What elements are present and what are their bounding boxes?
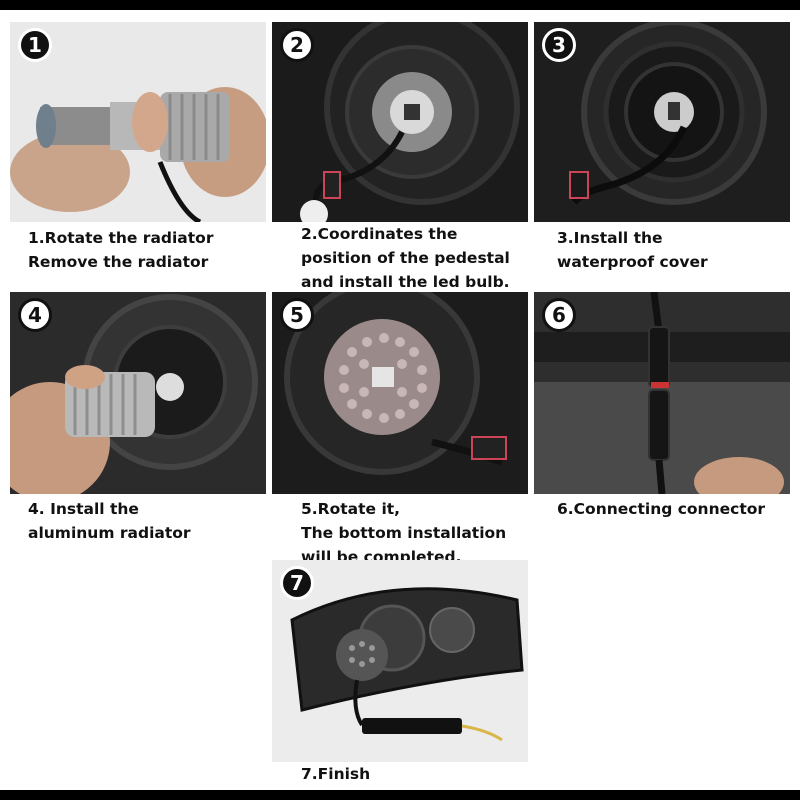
step-5-caption: 5.Rotate it, The bottom installation wil… (301, 500, 507, 566)
step-6-caption: 6.Connecting connector (557, 500, 766, 518)
step-1-number-badge: 1 (18, 28, 52, 62)
step-3-caption: 3.Install the waterproof cover (557, 229, 708, 271)
step-7-caption: 7.Finish (301, 765, 371, 783)
step-4-caption: 4. Install the aluminum radiator (28, 500, 191, 542)
step-2-number-badge: 2 (280, 28, 314, 62)
top-border (0, 0, 800, 10)
bottom-border (0, 790, 800, 800)
step-2-photo: 2 (272, 22, 528, 222)
step-5-number-badge: 5 (280, 298, 314, 332)
step-7-finished-headlight-image (272, 560, 528, 762)
step-1-photo: 1 (10, 22, 266, 222)
step-6-number-badge: 6 (542, 298, 576, 332)
step-3-photo: 3 (534, 22, 790, 222)
step-6-connector-image (534, 292, 790, 494)
step-5-photo: 5 (272, 292, 528, 494)
step-2-pedestal-image (272, 22, 528, 222)
step-1-bulb-image (10, 22, 266, 222)
step-7-number-badge: 7 (280, 566, 314, 600)
step-3-cover-image (534, 22, 790, 222)
step-4-number-badge: 4 (18, 298, 52, 332)
step-5-rotated-radiator-image (272, 292, 528, 494)
step-4-radiator-image (10, 292, 266, 494)
step-4-photo: 4 (10, 292, 266, 494)
step-1-caption: 1.Rotate the radiator Remove the radiato… (28, 229, 214, 271)
step-2-caption: 2.Coordinates the position of the pedest… (301, 225, 510, 291)
step-3-number-badge: 3 (542, 28, 576, 62)
step-6-photo: 6 (534, 292, 790, 494)
step-7-photo: 7 (272, 560, 528, 762)
